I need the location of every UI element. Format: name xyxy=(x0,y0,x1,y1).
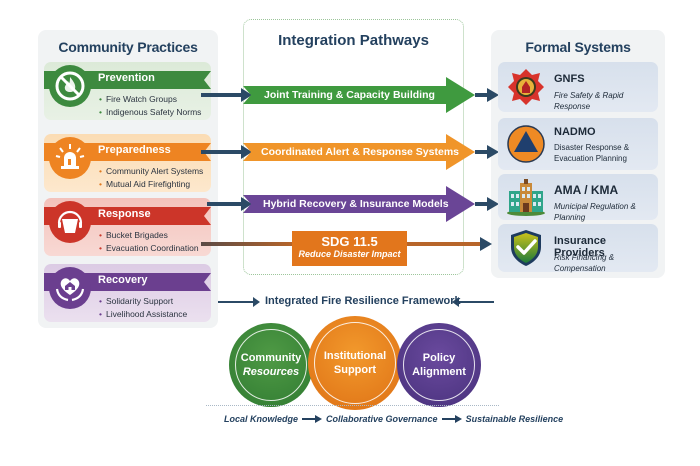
list-item: Evacuation Coordination xyxy=(99,242,199,255)
fire-bucket-icon xyxy=(49,201,91,243)
card-gnfs: GNFS Fire Safety & Rapid Response xyxy=(498,62,658,112)
list-item: Community Alert Systems xyxy=(99,165,203,178)
list-item: Mutual Aid Firefighting xyxy=(99,178,203,191)
circle-policy-alignment: Policy Alignment xyxy=(397,323,481,407)
ama-kma-subtitle: Municipal Regulation & Planning xyxy=(554,202,636,222)
connector-arrow-prevention xyxy=(201,88,252,102)
ama-kma-title: AMA / KMA xyxy=(554,183,619,197)
flow-step: Local Knowledge xyxy=(224,414,299,424)
formal-systems-title: Formal Systems xyxy=(525,39,631,55)
arrow-right-icon xyxy=(441,415,462,423)
card-nadmo: NADMO Disaster Response & Evacuation Pla… xyxy=(498,118,658,170)
gnfs-title: GNFS xyxy=(554,73,585,85)
card-ama-kma: AMA / KMA Municipal Regulation & Plannin… xyxy=(498,174,658,222)
card-label: Prevention xyxy=(98,72,155,84)
card-label: Response xyxy=(98,208,151,220)
framework-left-arrow xyxy=(218,297,260,307)
nadmo-title: NADMO xyxy=(554,126,596,138)
flow-divider xyxy=(206,405,499,406)
card-response: Response Bucket Brigades Evacuation Coor… xyxy=(44,198,211,256)
list-item: Solidarity Support xyxy=(99,295,187,308)
connector-arrow-gnfs xyxy=(475,88,499,102)
city-hall-icon xyxy=(506,177,546,217)
circle-ring xyxy=(314,322,396,404)
connector-arrow-preparedness xyxy=(201,145,252,159)
connector-arrow-response xyxy=(207,197,252,211)
connector-arrow-nadmo xyxy=(475,145,499,159)
heart-home-hands-icon xyxy=(49,267,91,309)
civil-defence-triangle-icon xyxy=(506,124,546,164)
card-label: Recovery xyxy=(98,274,148,286)
preparedness-list: Community Alert Systems Mutual Aid Firef… xyxy=(99,165,203,191)
circle-ring xyxy=(403,329,475,401)
pathway-label-joint-training: Joint Training & Capacity Building xyxy=(264,89,435,101)
gnfs-subtitle: Fire Safety & Rapid Response xyxy=(554,91,624,111)
connector-line-sdg xyxy=(201,237,492,251)
fire-service-badge-icon xyxy=(506,67,546,107)
no-fire-icon xyxy=(49,65,91,107)
circle-community-resources: Community Resources xyxy=(229,323,313,407)
pathway-band-hybrid-recovery xyxy=(243,186,475,222)
insurance-providers-subtitle: Risk Financing & Compensation xyxy=(554,253,615,273)
framework-right-arrow xyxy=(452,297,494,307)
arrow-right-icon xyxy=(302,415,323,423)
prevention-list: Fire Watch Groups Indigenous Safety Norm… xyxy=(99,93,201,119)
sdg-title: SDG 11.5 xyxy=(321,234,378,249)
integration-pathways-title: Integration Pathways xyxy=(278,32,429,49)
insurance-providers-title: Insurance Providers xyxy=(554,235,606,259)
nadmo-subtitle-line-2: Evacuation Planning xyxy=(554,154,627,163)
flow-step: Collaborative Governance xyxy=(326,414,438,424)
nadmo-subtitle-line-1: Disaster Response & xyxy=(554,143,630,152)
recovery-list: Solidarity Support Livelihood Assistance xyxy=(99,295,187,321)
card-prevention: Prevention Fire Watch Groups Indigenous … xyxy=(44,62,211,120)
community-practices-title: Community Practices xyxy=(58,39,198,55)
circle-ring xyxy=(235,329,307,401)
card-label: Preparedness xyxy=(98,144,171,156)
response-list: Bucket Brigades Evacuation Coordination xyxy=(99,229,199,255)
circle-institutional-support: Institutional Support xyxy=(308,316,402,410)
card-preparedness: Preparedness Community Alert Systems Mut… xyxy=(44,134,211,192)
flow-sequence: Local Knowledge Collaborative Governance… xyxy=(224,414,563,424)
connector-arrow-ama-kma xyxy=(475,197,499,211)
framework-title: Integrated Fire Resilience Framework xyxy=(265,295,461,307)
shield-check-icon xyxy=(506,228,546,268)
pathway-band-coordinated-alert xyxy=(243,134,475,170)
sdg-subtitle: Reduce Disaster Impact xyxy=(298,249,401,259)
pathway-label-coordinated-alert: Coordinated Alert & Response Systems xyxy=(261,146,459,158)
sdg-badge: SDG 11.5 Reduce Disaster Impact xyxy=(292,231,407,266)
list-item: Indigenous Safety Norms xyxy=(99,106,201,119)
list-item: Fire Watch Groups xyxy=(99,93,201,106)
alarm-siren-icon xyxy=(49,137,91,179)
pathway-band-joint-training xyxy=(243,77,475,113)
list-item: Livelihood Assistance xyxy=(99,308,187,321)
flow-step: Sustainable Resilience xyxy=(465,414,564,424)
card-recovery: Recovery Solidarity Support Livelihood A… xyxy=(44,264,211,322)
card-insurance-providers: Insurance Providers Risk Financing & Com… xyxy=(498,224,658,273)
list-item: Bucket Brigades xyxy=(99,229,199,242)
pathway-label-hybrid-recovery: Hybrid Recovery & Insurance Models xyxy=(263,198,449,210)
